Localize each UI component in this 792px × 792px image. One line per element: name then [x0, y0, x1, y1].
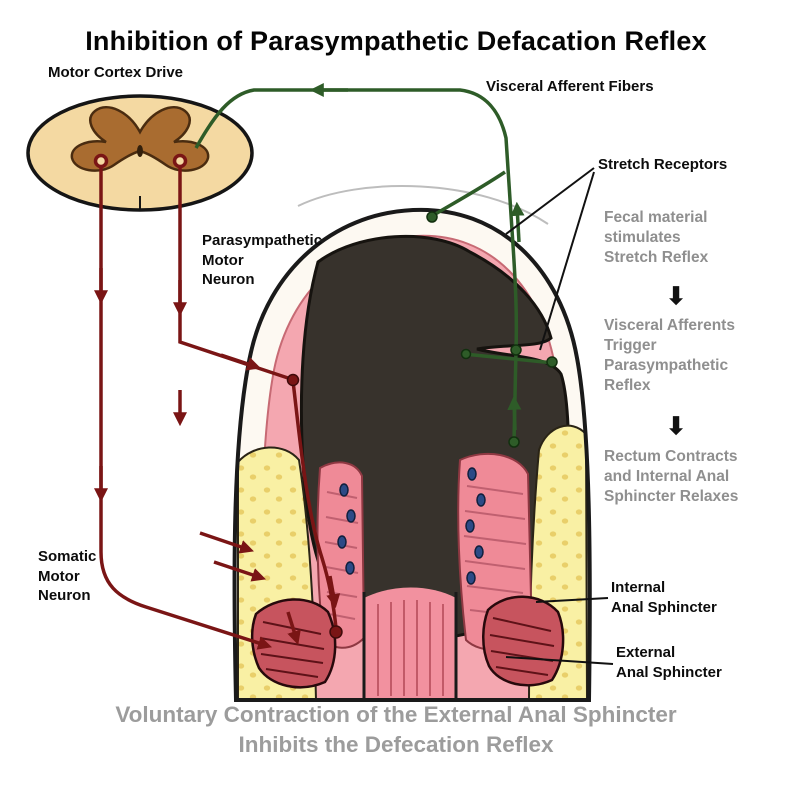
- label-external-anal-sphincter: External Anal Sphincter: [616, 644, 722, 681]
- flow-step-1: Fecal material stimulates Stretch Reflex: [604, 209, 709, 267]
- flow-step-3: Rectum Contracts and Internal Anal Sphin…: [604, 448, 739, 506]
- motor-neuron-synapse-dots: [93, 153, 343, 639]
- down-arrow-icon: ⬇: [666, 283, 687, 310]
- stretch-receptor-dots: [426, 211, 558, 448]
- anal-canal: [362, 587, 458, 700]
- external-sphincter-pointer: [505, 656, 614, 665]
- flow-step-2: Visceral Afferents Trigger Parasympathet…: [604, 317, 735, 395]
- label-internal-anal-sphincter: Internal Anal Sphincter: [611, 579, 717, 616]
- label-motor-cortex-drive: Motor Cortex Drive: [48, 64, 184, 81]
- rectum-outer-outline: [232, 207, 592, 702]
- venous-plexus-dots: [337, 467, 486, 585]
- external-anal-sphincter-right: [482, 595, 565, 687]
- stretch-receptors-pointer: [505, 167, 595, 235]
- label-stretch-receptors: Stretch Receptors: [598, 156, 728, 173]
- motor-neuron-pathways: [94, 166, 341, 650]
- down-arrow-icon: ⬇: [666, 413, 687, 440]
- label-parasympathetic-motor-neuron: Parasympathetic Motor Neuron: [202, 232, 323, 288]
- label-visceral-afferent-fibers: Visceral Afferent Fibers: [486, 78, 654, 95]
- spinal-cord-illustration: [26, 94, 254, 212]
- rectum-illustration: [232, 185, 592, 702]
- visceral-afferent-pathway: [194, 83, 555, 443]
- internal-sphincter-pointer: [535, 597, 609, 603]
- central-canal: [137, 145, 143, 157]
- stretch-receptors-pointer-2: [539, 171, 595, 351]
- page-title: Inhibition of Parasympathetic Defacation…: [85, 26, 707, 56]
- pointer-lines: [505, 167, 614, 665]
- caption: Voluntary Contraction of the External An…: [115, 702, 677, 758]
- somatic-motor-pathway: [99, 166, 273, 650]
- label-somatic-motor-neuron: Somatic Motor Neuron: [38, 548, 97, 604]
